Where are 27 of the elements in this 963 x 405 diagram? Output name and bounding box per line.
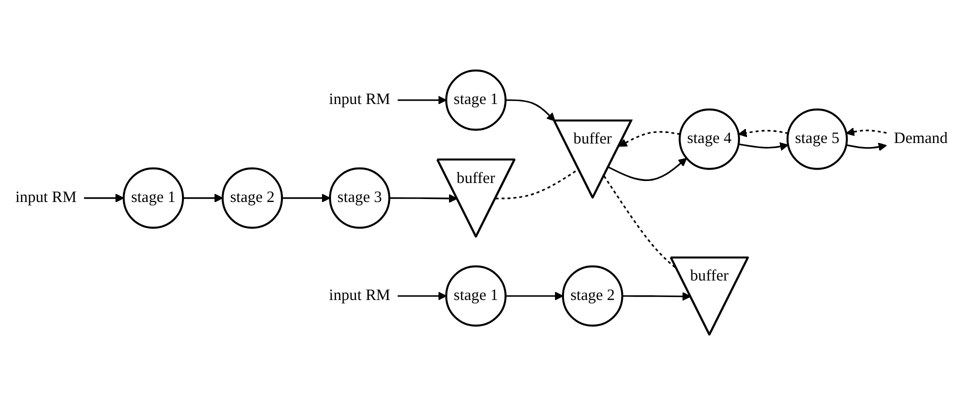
arrow: [608, 158, 688, 181]
arrow: [282, 194, 330, 202]
arrow: [506, 292, 564, 300]
arrow: [846, 128, 887, 136]
node-circle: stage 5: [786, 108, 848, 170]
node-text: input RM: [15, 189, 77, 206]
arrow: [738, 142, 788, 151]
arrow: [506, 99, 556, 122]
arrow: [398, 96, 447, 104]
node-circle: stage 2: [562, 265, 624, 327]
arrow: [183, 194, 224, 202]
node-circle: stage 2: [222, 167, 283, 229]
arrow: [622, 292, 691, 301]
node-circle: stage 1: [445, 265, 507, 327]
node-circle: stage 4: [678, 108, 740, 170]
node-circle: stage 1: [122, 167, 184, 229]
arrow: [846, 142, 887, 152]
arrow: [389, 194, 458, 203]
node-text: input RM: [329, 287, 390, 304]
arrow: [618, 131, 680, 147]
node-circle: stage 1: [445, 69, 507, 131]
node-text: Demand: [894, 130, 948, 148]
arrow: [398, 292, 447, 300]
arrow: [738, 128, 788, 138]
node-text: input RM: [329, 91, 390, 108]
node-circle: stage 3: [329, 167, 390, 229]
arrow: [84, 194, 124, 202]
